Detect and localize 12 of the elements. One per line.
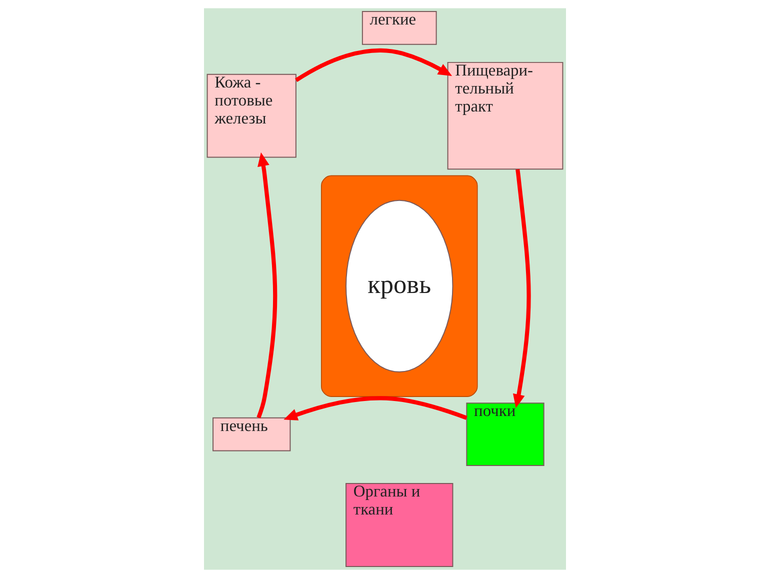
arrow	[284, 396, 468, 420]
node-ellipse: кровь	[346, 200, 454, 372]
arrow	[512, 169, 531, 408]
cluster	[320, 175, 478, 397]
node-box: почки	[466, 402, 544, 466]
node-box: Пищевари- тельный тракт	[447, 62, 564, 170]
node-box: легкие	[362, 11, 437, 45]
node-box: печень	[212, 417, 291, 452]
arrow	[256, 152, 278, 418]
node-box: Органы и ткани	[346, 483, 454, 567]
node-box: Кожа - потовые железы	[206, 74, 296, 158]
arrow	[295, 48, 452, 82]
